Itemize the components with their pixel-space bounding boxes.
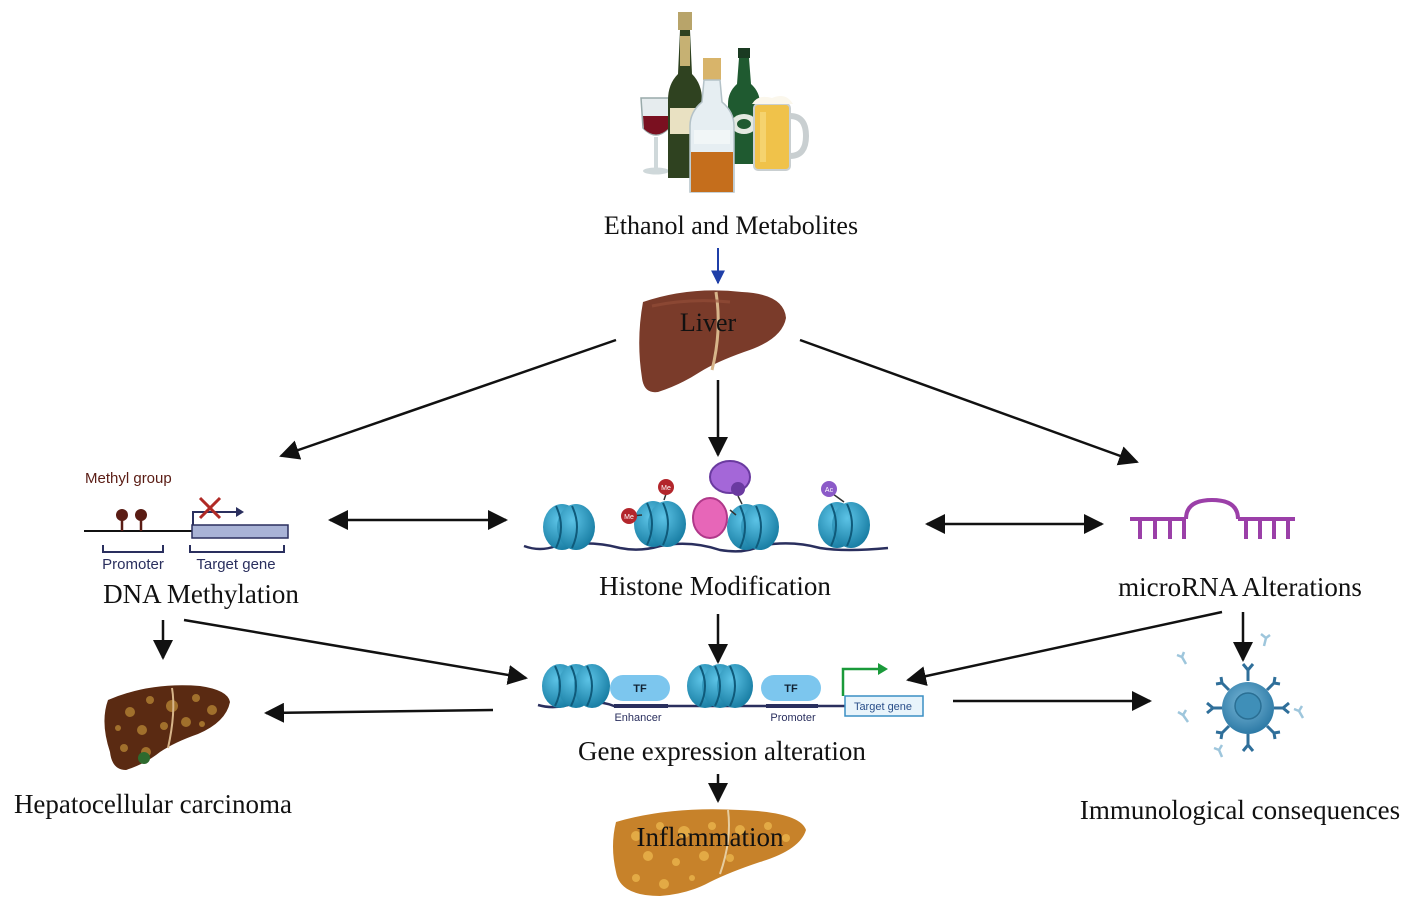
me-label: Me (661, 485, 671, 492)
target-gene-box-gene (844, 695, 924, 717)
arrow-microrna-to-gene-expression (906, 610, 1223, 686)
microrna-label: microRNA Alterations (1118, 572, 1362, 602)
enhancer-label: Enhancer (614, 712, 661, 724)
arrow-dna-to-gene-expression (183, 618, 528, 685)
beer-bottle-icon (728, 48, 760, 164)
histone-modification-icon: Me Me Me Ac (523, 460, 889, 553)
alcohol-bottles-icon (640, 12, 810, 193)
immune-cell-icon (1176, 633, 1305, 758)
inflamed-liver-icon (613, 809, 806, 896)
nucleosome-icon (687, 664, 753, 708)
promoter-label-gene: Promoter (770, 712, 816, 724)
histone-modification-label: Histone Modification (599, 571, 831, 601)
nucleosome-icon (543, 504, 595, 550)
methyl-group-label: Methyl group (85, 470, 172, 487)
arrow-liver-to-dna-methylation (279, 338, 617, 460)
target-gene-box (191, 524, 289, 539)
methyl-mark-icon: Me (658, 479, 674, 501)
dna-methylation-icon: Methyl group Promoter Target gene (84, 470, 289, 573)
nucleosome-icon (818, 502, 870, 548)
histone-writer-enzyme-icon (709, 460, 751, 505)
liver-icon (639, 290, 786, 393)
transcription-factor-icon: TF (761, 675, 821, 701)
nucleosome-icon (542, 664, 610, 708)
liquor-bottle-icon (689, 58, 735, 193)
blocked-transcription-icon (198, 496, 222, 520)
tf-label: TF (633, 683, 647, 695)
antibody-icon (1176, 633, 1305, 758)
nucleosome-icon (727, 504, 779, 550)
liver-label: Liver (680, 308, 737, 337)
arrow-liver-to-microrna (799, 338, 1139, 466)
acetyl-mark-icon: Ac (821, 481, 845, 503)
target-gene-label: Target gene (196, 556, 275, 573)
methyl-group-icon (116, 509, 147, 531)
ac-label: Ac (825, 487, 834, 494)
tf-label: TF (784, 683, 798, 695)
gene-expression-label: Gene expression alteration (578, 736, 866, 766)
immunological-label: Immunological consequences (1080, 795, 1400, 825)
beer-mug-icon (752, 96, 810, 171)
ethanol-label: Ethanol and Metabolites (604, 211, 858, 240)
promoter-label: Promoter (102, 556, 164, 573)
wine-glass-icon (640, 97, 672, 175)
transcription-factor-icon: TF (610, 675, 670, 701)
hcc-liver-icon (104, 685, 230, 770)
nucleosome-icon (634, 501, 686, 547)
hcc-label: Hepatocellular carcinoma (14, 789, 292, 819)
microrna-icon (1130, 497, 1295, 539)
methyl-mark-icon: Me (621, 508, 643, 524)
arrow-gene-expression-to-hcc (264, 702, 494, 723)
target-gene-label-gene: Target gene (854, 701, 912, 713)
histone-reader-enzyme-icon (692, 497, 728, 539)
dna-methylation-label: DNA Methylation (103, 579, 299, 609)
inflammation-label: Inflammation (637, 822, 784, 852)
me-label: Me (624, 514, 634, 521)
gene-expression-icon: TF TF Enhancer Promoter Target gene (537, 663, 924, 724)
